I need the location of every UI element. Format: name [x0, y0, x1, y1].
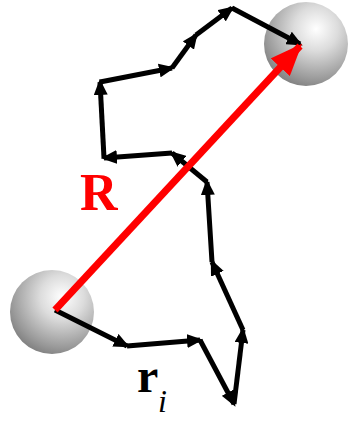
bond-vector — [55, 310, 127, 346]
bond-vector — [196, 8, 232, 35]
bond-vector — [172, 35, 196, 68]
bond-vector — [100, 68, 172, 82]
end-to-end-vector — [55, 46, 300, 310]
bond-vector — [232, 8, 300, 44]
bond-vector — [104, 153, 172, 158]
bond-vector — [100, 82, 104, 158]
vector-label: r — [137, 352, 158, 400]
bond-vectors — [55, 8, 300, 404]
vector-label: R — [80, 167, 118, 219]
subscript-label: i — [158, 385, 167, 417]
bond-vector — [212, 262, 243, 330]
bond-vector — [127, 340, 200, 346]
bond-vector — [200, 340, 234, 404]
bond-vector — [234, 330, 243, 404]
bond-vector — [207, 182, 212, 262]
